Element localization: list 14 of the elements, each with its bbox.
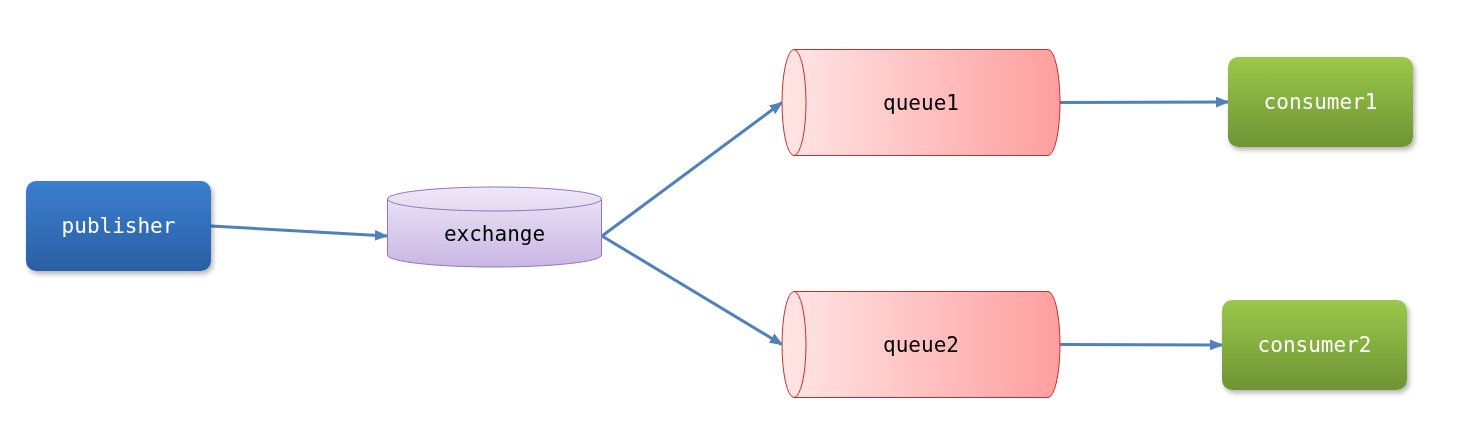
- arrow: [601, 234, 784, 346]
- process-box: [26, 181, 211, 271]
- arrow: [1060, 339, 1224, 351]
- node-label: consumer2: [1257, 333, 1372, 357]
- node-label: consumer1: [1263, 90, 1378, 114]
- process-box: [1222, 300, 1407, 390]
- node-label: publisher: [61, 214, 176, 238]
- node-label: queue2: [883, 332, 959, 357]
- arrow: [1060, 96, 1230, 108]
- node-label: exchange: [443, 222, 546, 246]
- node-label: queue1: [883, 90, 959, 115]
- arrow: [601, 101, 784, 238]
- process-box: [1228, 57, 1413, 147]
- arrow: [210, 224, 389, 241]
